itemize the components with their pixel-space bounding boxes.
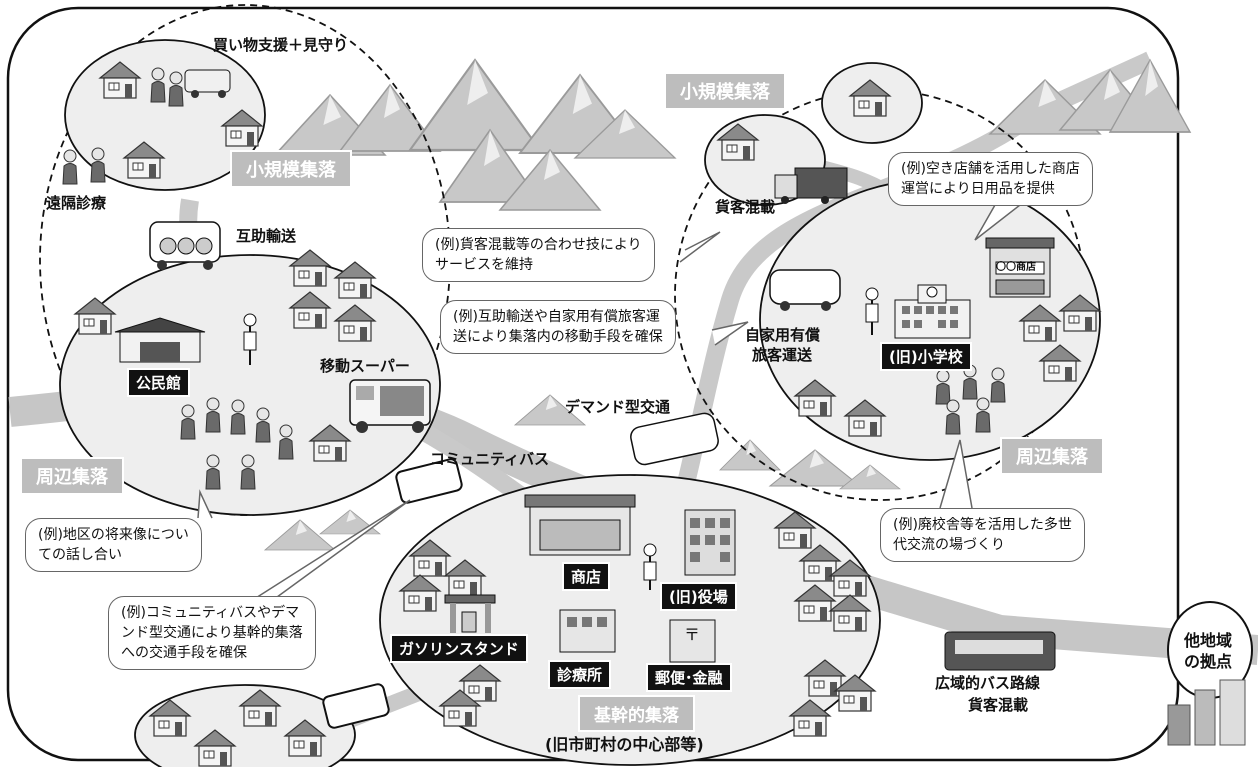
community-hall-label: 公民館	[127, 368, 191, 397]
callout-line: (例)貨客混載等の合わせ技により	[435, 237, 642, 253]
other-region-label-line1: 他地域	[1184, 631, 1233, 650]
mixed-cargo-label-bottom: 貨客混載	[968, 696, 1029, 714]
callout-line: (例)空き店舗を活用した商店	[901, 161, 1080, 177]
other-region-label-line2: の拠点	[1184, 652, 1233, 671]
settlement-core	[379, 474, 881, 766]
shop-right-building	[985, 237, 1055, 298]
callout-line: ンド型交通により基幹的集落	[121, 625, 303, 641]
callout-line: への交通手段を確保	[121, 645, 247, 661]
mutual-transport-van	[149, 221, 221, 270]
callout-line: サービスを維持	[435, 257, 533, 273]
callout-line: 送により集落内の移動手段を確保	[453, 329, 663, 345]
shop-label: 商店	[562, 562, 611, 591]
core-shop-building	[524, 494, 636, 556]
callout-community-bus: (例)コミュニティバスやデマ ンド型交通により基幹的集落 への交通手段を確保	[108, 596, 316, 670]
callout-line: 代交流の場づくり	[893, 537, 1005, 553]
regional-bus-label: 広域的バス路線	[935, 674, 1041, 692]
callout-line: (例)廃校舎等を活用した多世	[893, 517, 1072, 533]
community-bus-vehicle	[395, 458, 463, 504]
callout-line: 運営により日用品を提供	[901, 181, 1055, 197]
shopping-support-van	[184, 69, 231, 98]
callout-vacant-store: (例)空き店舗を活用した商店 運営により日用品を提供	[888, 152, 1093, 206]
shop-sign-label: 〇〇商店	[996, 262, 1036, 273]
surrounding-settlement-label-right: 周辺集落	[1000, 437, 1104, 475]
clinic-label: 診療所	[548, 660, 612, 689]
demand-taxi-vehicle	[630, 412, 719, 466]
remote-medical-label: 遠隔診療	[46, 194, 107, 212]
regional-bus-vehicle	[944, 631, 1056, 671]
gas-station-building	[444, 594, 496, 633]
old-school-label: (旧)小学校	[880, 342, 972, 371]
community-bus-vehicle-bottom	[322, 683, 390, 729]
bus-stop-right	[865, 287, 879, 335]
other-region-buildings	[1167, 679, 1246, 746]
private-transport-car	[769, 269, 841, 311]
bus-stop-core	[643, 543, 657, 590]
demand-transport-label: デマンド型交通	[565, 398, 671, 416]
callout-line: ての話し合い	[38, 547, 122, 563]
callout-line: (例)地区の将来像につい	[38, 527, 189, 543]
mobile-supermarket-label: 移動スーパー	[320, 357, 410, 375]
callout-line: (例)コミュニティバスやデマ	[121, 605, 300, 621]
mixed-cargo-label-top: 貨客混載	[715, 198, 776, 216]
small-settlement-label-right: 小規模集落	[664, 72, 786, 110]
bus-stop-left	[243, 313, 257, 365]
svg-text:〒: 〒	[684, 625, 700, 644]
community-bus-label: コミュニティバス	[430, 450, 550, 468]
old-office-building	[684, 509, 736, 576]
post-finance-label: 郵便･金融	[646, 663, 732, 692]
callout-school-reuse: (例)廃校舎等を活用した多世 代交流の場づくり	[880, 508, 1085, 562]
callout-line: (例)互助輸送や自家用有償旅客運	[453, 309, 660, 325]
core-settlement-sublabel: (旧市町村の中心部等)	[545, 735, 704, 754]
callout-mutual-transport: (例)互助輸送や自家用有償旅客運 送により集落内の移動手段を確保	[440, 300, 676, 354]
surrounding-settlement-label-left: 周辺集落	[20, 457, 124, 495]
private-paid-label-line2: 旅客運送	[752, 346, 813, 364]
core-settlement-label: 基幹的集落	[578, 695, 695, 732]
community-hall-building	[114, 317, 206, 363]
mutual-transport-label: 互助輸送	[236, 227, 297, 245]
small-settlement-label-left: 小規模集落	[230, 150, 352, 188]
private-paid-label-line1: 自家用有償	[745, 326, 821, 344]
mixed-cargo-truck	[774, 167, 848, 204]
shopping-support-label: 買い物支援＋見守り	[213, 36, 349, 54]
clinic-building	[559, 609, 616, 653]
old-office-label: (旧)役場	[660, 582, 737, 611]
post-office-building: 〒	[669, 619, 716, 663]
callout-future-vision: (例)地区の将来像につい ての話し合い	[25, 518, 202, 572]
school-building	[894, 284, 971, 339]
callout-mixed-cargo: (例)貨客混載等の合わせ技により サービスを維持	[422, 228, 655, 282]
mobile-supermarket-truck	[349, 379, 431, 433]
gas-station-label: ガソリンスタンド	[390, 634, 528, 663]
